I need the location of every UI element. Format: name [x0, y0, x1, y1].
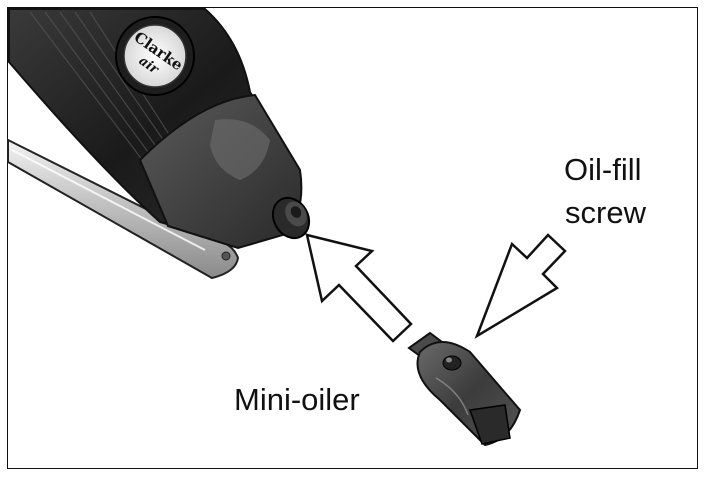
mini-oiler-label: Mini-oiler [234, 383, 360, 417]
clarke-air-logo: Clarke air [116, 17, 194, 95]
oil-fill-label-line1: Oil-fill [564, 153, 642, 187]
oil-fill-label-line2: screw [565, 196, 646, 230]
mini-oiler [409, 333, 520, 445]
arrow-to-tool [307, 235, 411, 341]
arrow-to-oil-fill-screw [477, 235, 565, 336]
